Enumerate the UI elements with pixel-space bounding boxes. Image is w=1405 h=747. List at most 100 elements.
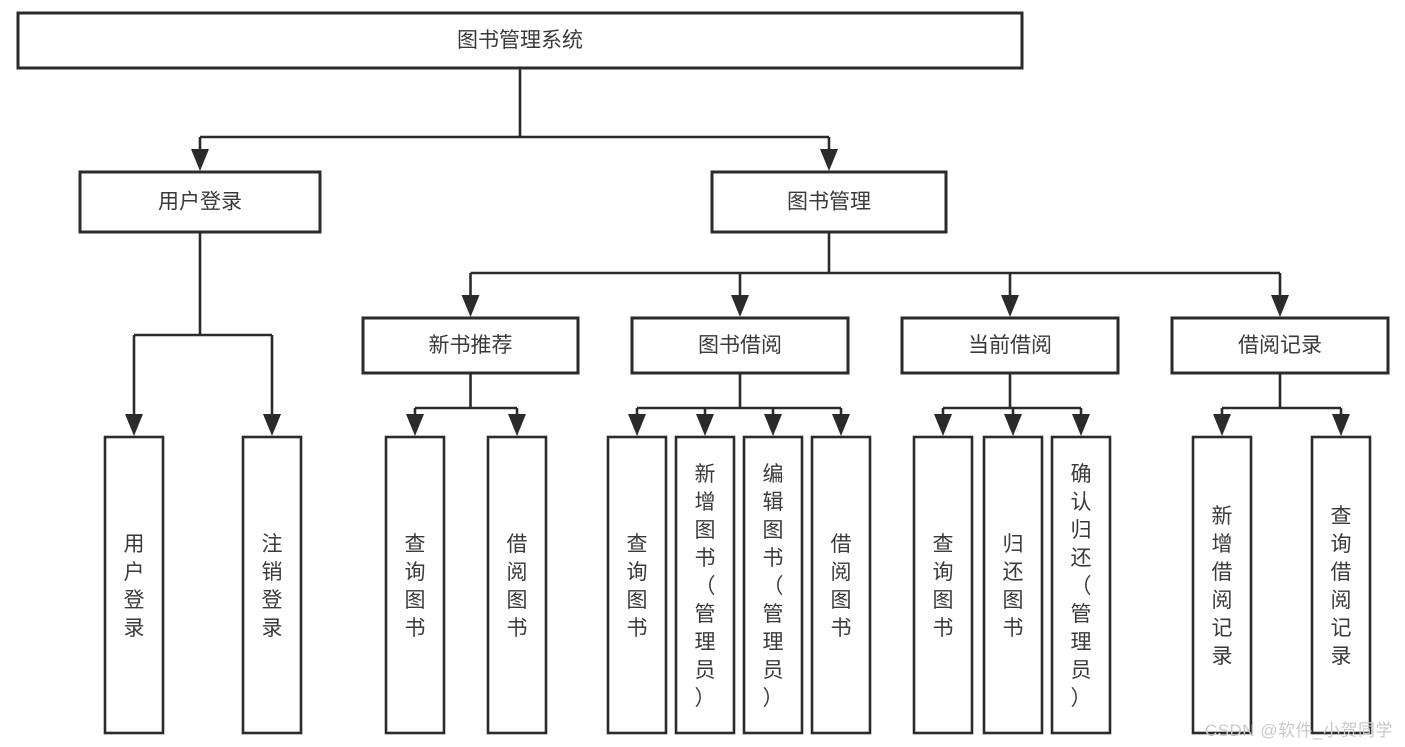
node-leaf-user-login[interactable]: 用户登录 [103,435,165,735]
node-label-char-leaf-return-book-3: 书 [1003,617,1024,640]
edge-group-user-login [125,232,281,436]
node-label-new-book-recommend: 新书推荐 [429,334,513,357]
node-label-char-leaf-query-book-borrow-0: 查 [627,533,648,556]
csdn-watermark: CSDN @软件_小贺同学 [1204,721,1393,740]
node-label-char-leaf-borrow-book-rec-0: 借 [507,533,528,556]
node-label-char-leaf-add-book-3: 书 [695,547,716,570]
node-label-char-leaf-borrow-book-rec-3: 书 [507,617,528,640]
node-label-char-leaf-return-book-0: 归 [1003,533,1024,556]
node-label-char-leaf-add-book-2: 图 [695,519,716,542]
node-label-borrow-record: 借阅记录 [1238,334,1322,357]
node-label-char-leaf-user-logout-0: 注 [262,533,283,556]
edge-group-root [191,68,838,171]
arrow-head-icon [628,414,646,436]
node-box-leaf-borrow-book-rec [486,435,548,735]
node-label-book-manage: 图书管理 [787,191,871,214]
node-box-current-borrow [900,316,1120,375]
node-label-char-leaf-confirm-return-1: 认 [1071,491,1092,514]
node-label-char-leaf-user-logout-3: 录 [262,617,283,640]
node-label-char-leaf-add-book-1: 增 [695,491,716,514]
arrow-head-icon [832,414,850,436]
node-label-char-leaf-borrow-book-0: 借 [831,533,852,556]
node-label-char-leaf-query-book-current-0: 查 [933,533,954,556]
node-label-char-leaf-confirm-return-6: 理 [1071,631,1092,654]
node-box-leaf-query-book-current [912,435,974,735]
node-borrow-record[interactable]: 借阅记录 [1170,316,1390,375]
node-box-leaf-return-book [982,435,1044,735]
node-label-char-leaf-query-borrow-record-2: 借 [1331,561,1352,584]
node-label-book-borrow: 图书借阅 [698,334,782,357]
node-box-leaf-borrow-book [810,435,872,735]
arrow-head-icon [125,414,143,436]
node-label-char-leaf-edit-book-3: 书 [763,547,784,570]
node-label-char-leaf-add-book-0: 新 [695,463,716,486]
node-label-char-leaf-add-book-7: 员 [695,659,716,682]
node-label-root: 图书管理系统 [457,29,583,52]
node-user-login[interactable]: 用户登录 [78,170,322,234]
node-label-char-leaf-add-book-8: ） [695,687,716,710]
arrow-head-icon [406,414,424,436]
node-label-char-leaf-user-login-0: 用 [124,533,145,556]
node-label-char-leaf-confirm-return-5: 管 [1071,603,1092,626]
arrow-head-icon [820,149,838,171]
node-label-char-leaf-add-borrow-record-0: 新 [1212,505,1233,528]
node-book-manage[interactable]: 图书管理 [710,170,948,234]
edges-layer [125,68,1350,436]
node-label-char-leaf-add-book-5: 管 [695,603,716,626]
node-box-leaf-add-borrow-record [1191,435,1253,735]
arrow-head-icon [263,414,281,436]
node-box-leaf-query-book-rec [384,435,446,735]
edge-group-new-book-recommend [406,373,526,436]
arrow-head-icon [1072,414,1090,436]
nodes-layer: 新书推荐图书借阅当前借阅借阅记录用户登录注销登录查询图书借阅图书查询图书新增图书… [16,11,1390,735]
node-label-char-leaf-query-book-current-3: 书 [933,617,954,640]
node-current-borrow[interactable]: 当前借阅 [900,316,1120,375]
node-label-char-leaf-return-book-1: 还 [1003,561,1024,584]
node-book-borrow[interactable]: 图书借阅 [630,316,850,375]
edge-group-borrow-record [1213,373,1350,436]
node-root[interactable]: 图书管理系统 [16,11,1024,70]
arrow-head-icon [1004,414,1022,436]
edge-group-book-borrow [628,373,850,436]
arrow-head-icon [191,149,209,171]
node-label-char-leaf-add-borrow-record-3: 阅 [1212,589,1233,612]
node-label-char-leaf-query-borrow-record-3: 阅 [1331,589,1352,612]
node-label-char-leaf-query-book-rec-3: 书 [405,617,426,640]
node-label-char-leaf-query-book-rec-0: 查 [405,533,426,556]
node-label-char-leaf-user-logout-1: 销 [262,561,283,584]
node-label-char-leaf-query-book-rec-2: 图 [405,589,426,612]
node-box-new-book-recommend [361,316,580,375]
node-label-char-leaf-borrow-book-1: 阅 [831,561,852,584]
node-label-char-leaf-edit-book-6: 理 [763,631,784,654]
node-label-char-leaf-confirm-return-8: ） [1071,687,1092,710]
node-box-leaf-add-book [674,435,736,735]
node-label-char-leaf-add-borrow-record-4: 记 [1212,617,1233,640]
node-label-char-leaf-add-borrow-record-5: 录 [1212,645,1233,668]
arrow-head-icon [764,414,782,436]
node-box-book-borrow [630,316,850,375]
arrow-head-icon [1332,414,1350,436]
node-label-char-leaf-edit-book-8: ） [763,687,784,710]
node-label-char-leaf-query-book-current-1: 询 [933,561,954,584]
node-label-char-leaf-confirm-return-2: 归 [1071,519,1092,542]
node-label-char-leaf-borrow-book-2: 图 [831,589,852,612]
node-label-char-leaf-user-login-3: 录 [124,617,145,640]
node-label-char-leaf-query-book-borrow-2: 图 [627,589,648,612]
node-label-char-leaf-query-borrow-record-4: 记 [1331,617,1352,640]
node-new-book-recommend[interactable]: 新书推荐 [361,316,580,375]
node-label-char-leaf-borrow-book-rec-2: 图 [507,589,528,612]
edge-group-current-borrow [934,373,1090,436]
node-label-char-leaf-edit-book-4: （ [763,575,784,598]
